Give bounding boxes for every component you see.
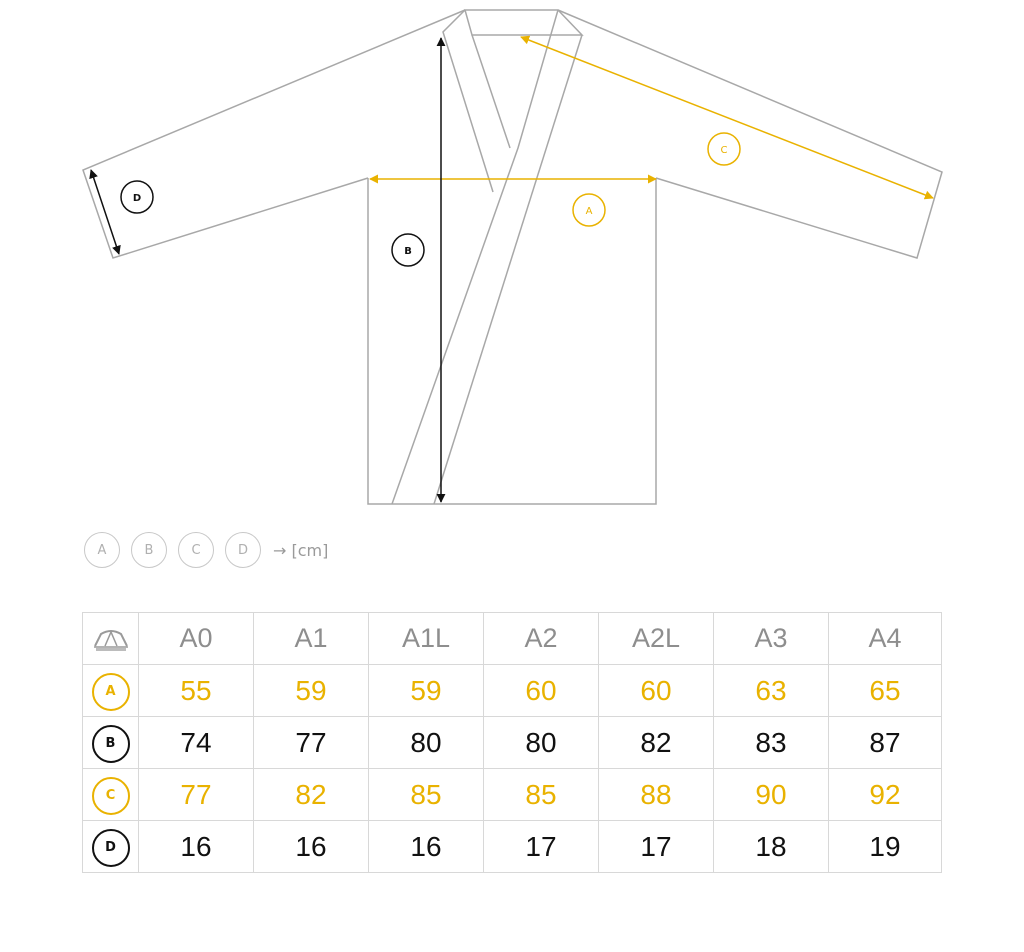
measure-a-label: A xyxy=(586,206,593,217)
kimono-body xyxy=(367,178,657,505)
legend-circle-c: C xyxy=(178,532,214,568)
measure-b-label: B xyxy=(404,246,412,257)
size-header-a1: A1 xyxy=(253,612,369,665)
tent-logo-icon xyxy=(93,629,128,651)
left-sleeve xyxy=(82,9,466,259)
measure-c-line xyxy=(520,35,934,200)
measure-d-line xyxy=(89,169,121,255)
table-cell: 65 xyxy=(828,664,942,717)
row-label-cell: B xyxy=(82,716,139,769)
table-cell: 16 xyxy=(138,820,254,873)
table-cell: 83 xyxy=(713,716,829,769)
row-badge-d: D xyxy=(91,828,130,867)
brand-cell xyxy=(82,612,139,665)
table-row-b: B 74 77 80 80 82 83 87 xyxy=(82,716,942,769)
table-row-d: D 16 16 16 17 17 18 19 xyxy=(82,820,942,873)
size-header-a1l: A1L xyxy=(368,612,484,665)
measure-b-badge xyxy=(391,233,425,267)
size-table: A0 A1 A1L A2 A2L A3 A4 A 55 59 59 60 60 … xyxy=(82,612,942,873)
measure-d-label: D xyxy=(133,193,141,204)
table-cell: 80 xyxy=(483,716,599,769)
measurement-legend: A B C D → [cm] xyxy=(84,530,328,570)
legend-circle-d: D xyxy=(225,532,261,568)
row-badge-b: B xyxy=(91,724,130,763)
size-header-a0: A0 xyxy=(138,612,254,665)
collar-left-inner xyxy=(471,34,511,149)
row-badge-a: A xyxy=(91,672,130,711)
table-cell: 87 xyxy=(828,716,942,769)
table-cell: 19 xyxy=(828,820,942,873)
legend-circle-a: A xyxy=(84,532,120,568)
table-cell: 90 xyxy=(713,768,829,821)
table-cell: 59 xyxy=(368,664,484,717)
row-label-cell: C xyxy=(82,768,139,821)
kimono-outline xyxy=(82,9,943,505)
measure-d-badge xyxy=(120,180,154,214)
size-header-a3: A3 xyxy=(713,612,829,665)
size-header-a2: A2 xyxy=(483,612,599,665)
table-cell: 59 xyxy=(253,664,369,717)
row-label-cell: D xyxy=(82,820,139,873)
table-cell: 82 xyxy=(598,716,714,769)
table-cell: 55 xyxy=(138,664,254,717)
measure-c-badge xyxy=(707,132,741,166)
table-row-a: A 55 59 59 60 60 63 65 xyxy=(82,664,942,717)
table-cell: 18 xyxy=(713,820,829,873)
table-cell: 77 xyxy=(138,768,254,821)
table-cell: 63 xyxy=(713,664,829,717)
table-cell: 85 xyxy=(483,768,599,821)
legend-circle-b: B xyxy=(131,532,167,568)
table-cell: 92 xyxy=(828,768,942,821)
table-cell: 17 xyxy=(598,820,714,873)
kimono-diagram: A B C D xyxy=(82,9,943,505)
row-badge-c: C xyxy=(91,776,130,815)
lapel-outer xyxy=(433,34,583,505)
table-cell: 16 xyxy=(368,820,484,873)
table-row-c: C 77 82 85 85 88 90 92 xyxy=(82,768,942,821)
legend-unit: → [cm] xyxy=(273,540,329,560)
size-header-a2l: A2L xyxy=(598,612,714,665)
table-cell: 17 xyxy=(483,820,599,873)
collar-left-band xyxy=(442,9,494,193)
table-cell: 80 xyxy=(368,716,484,769)
size-header-a4: A4 xyxy=(828,612,942,665)
measure-c-label: C xyxy=(721,145,728,156)
table-cell: 60 xyxy=(598,664,714,717)
row-label-cell: A xyxy=(82,664,139,717)
table-cell: 82 xyxy=(253,768,369,821)
table-header-row: A0 A1 A1L A2 A2L A3 A4 xyxy=(82,612,942,665)
table-cell: 77 xyxy=(253,716,369,769)
table-cell: 74 xyxy=(138,716,254,769)
table-cell: 85 xyxy=(368,768,484,821)
right-sleeve xyxy=(557,9,943,259)
table-cell: 88 xyxy=(598,768,714,821)
table-cell: 16 xyxy=(253,820,369,873)
table-cell: 60 xyxy=(483,664,599,717)
collar-back xyxy=(464,9,584,36)
